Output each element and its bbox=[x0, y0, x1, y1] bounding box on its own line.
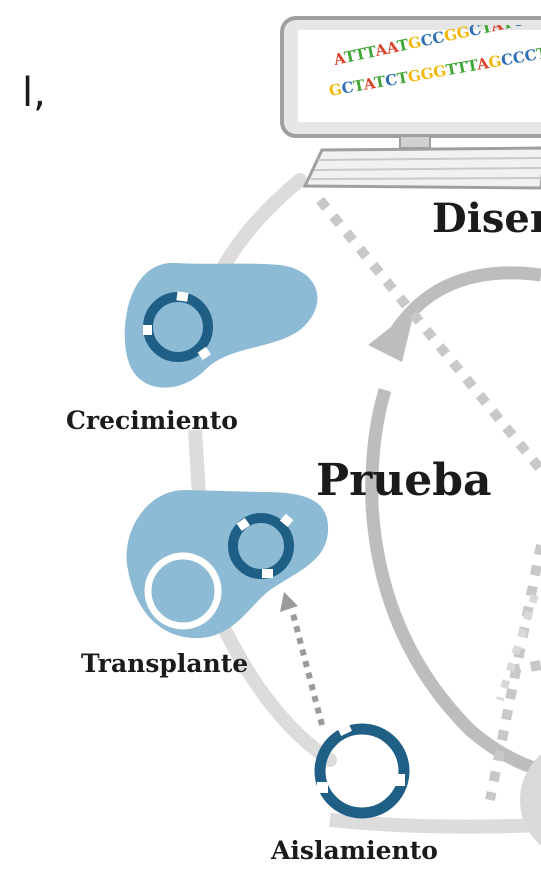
label-growth: Crecimiento bbox=[66, 406, 238, 435]
dotted-connectors-2 bbox=[496, 593, 539, 702]
dotted-connectors bbox=[316, 196, 541, 801]
dotted-arrow-up bbox=[280, 592, 325, 726]
dotted-arrow-head bbox=[280, 592, 298, 612]
plasmid-icon bbox=[228, 513, 294, 579]
inner-cycle-arrow bbox=[365, 266, 541, 777]
plasmid-icon bbox=[143, 291, 213, 362]
label-transplant: Transplante bbox=[81, 649, 249, 678]
label-isolation: Aislamiento bbox=[271, 836, 438, 865]
arrow-head bbox=[368, 308, 415, 362]
label-design: Diser bbox=[432, 195, 541, 242]
growth-cell bbox=[124, 262, 318, 388]
dna-sequence-line-2: GCTATCTGGGTTTAGCCCT bbox=[328, 44, 541, 100]
label-test: Prueba bbox=[316, 455, 492, 506]
cropped-text-fragment: l, bbox=[22, 70, 46, 116]
isolated-plasmid-icon bbox=[314, 720, 410, 819]
cell-partial bbox=[520, 754, 541, 846]
host-nucleus bbox=[144, 552, 222, 630]
transplant-cell bbox=[126, 490, 329, 639]
dna-sequence: ATTTAATGCCGGCTATCT GCTATCTGGGTTTAGCCCT bbox=[328, 8, 541, 100]
dna-sequence-line-1: ATTTAATGCCGGCTATCT bbox=[331, 8, 538, 69]
computer-icon: ATTTAATGCCGGCTATCT GCTATCTGGGTTTAGCCCT bbox=[280, 8, 541, 190]
